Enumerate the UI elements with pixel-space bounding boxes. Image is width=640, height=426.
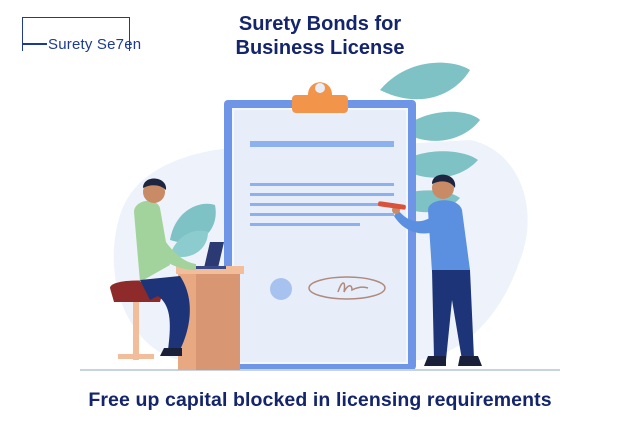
seal-icon [270, 278, 292, 300]
tagline: Free up capital blocked in licensing req… [88, 389, 552, 411]
page-title: Surety Bonds for Business License [200, 12, 440, 60]
seated-person [134, 178, 196, 356]
laptop-icon [196, 242, 226, 269]
title-line-2: Business License [235, 37, 405, 59]
pen-icon [377, 201, 406, 210]
clipboard-icon [224, 82, 416, 370]
brand-name: Surety Se7en [48, 36, 142, 53]
title-line-1: Surety Bonds for [238, 13, 402, 35]
logo-underline [23, 43, 47, 45]
standing-person [392, 174, 482, 366]
brand-logo[interactable]: Surety Se7en [22, 17, 141, 53]
signature-icon [308, 276, 386, 300]
